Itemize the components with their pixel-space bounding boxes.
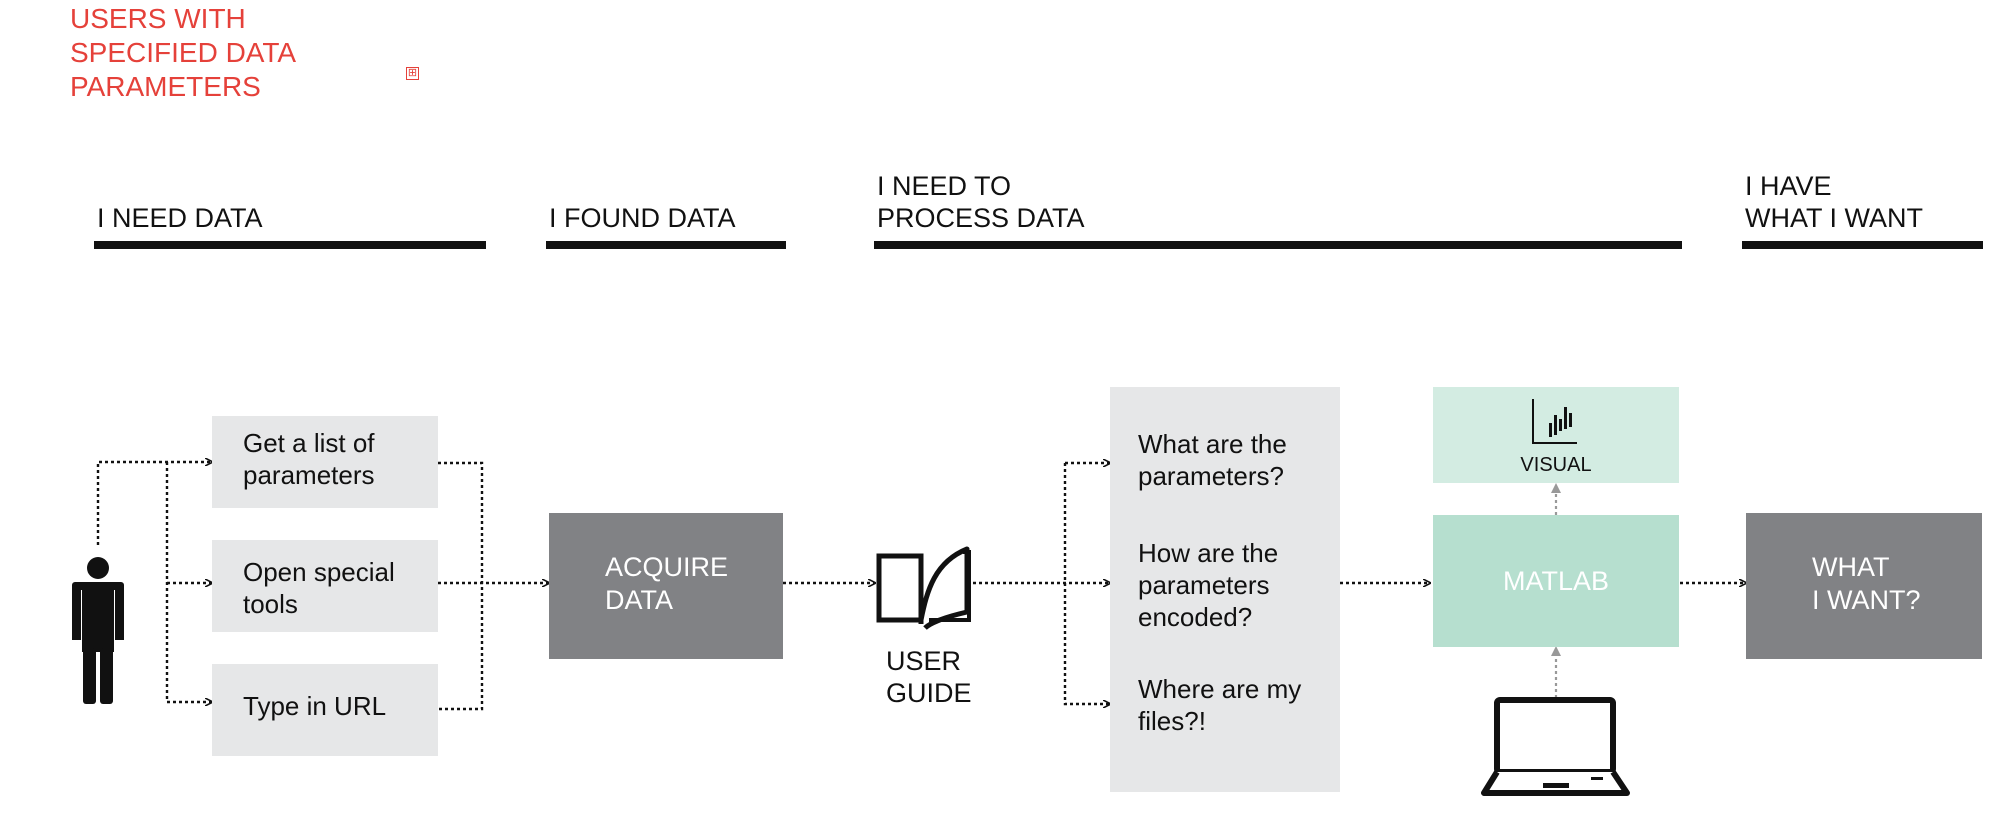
person-icon <box>72 557 124 704</box>
stage-bar-need-data <box>94 241 486 249</box>
connector-person-branch <box>165 462 212 702</box>
connector-person-up <box>96 462 212 545</box>
diagram-title: USERS WITH SPECIFIED DATA PARAMETERS <box>70 3 297 102</box>
visual-label: VISUAL <box>1520 454 1592 476</box>
book-icon <box>876 546 971 630</box>
stage-label-have-want: I HAVE WHAT I WANT <box>1745 171 1923 233</box>
laptop-icon <box>1481 697 1630 796</box>
question-encoded: How are the parameters encoded? <box>1138 538 1279 632</box>
option-get-parameters[interactable]: Get a list of parameters <box>212 416 438 508</box>
stage-bar-have-want <box>1742 241 1983 249</box>
stage-bar-found-data <box>546 241 786 249</box>
stage-label-found-data: I FOUND DATA <box>549 203 736 233</box>
connector-merge-right <box>438 461 484 711</box>
visual-box[interactable]: VISUAL <box>1433 387 1679 483</box>
questions-panel: What are the parameters? How are the par… <box>1110 387 1340 792</box>
question-parameters: What are the parameters? <box>1138 429 1287 491</box>
option-type-url[interactable]: Type in URL <box>212 664 438 756</box>
question-files: Where are my files?! <box>1138 674 1302 736</box>
option-open-tools[interactable]: Open special tools <box>212 540 438 632</box>
stage-bar-process-data <box>874 241 1682 249</box>
stage-label-need-data: I NEED DATA <box>97 203 263 233</box>
matlab-box[interactable]: MATLAB <box>1433 515 1679 647</box>
result-box[interactable]: WHAT I WANT? <box>1746 513 1982 659</box>
acquire-data-box[interactable]: ACQUIRE DATA <box>549 513 783 659</box>
user-guide-label: USER GUIDE <box>886 646 972 708</box>
stage-label-process-data: I NEED TO PROCESS DATA <box>877 171 1085 233</box>
expand-icon[interactable]: ⊞ <box>406 67 419 80</box>
connector-question-branch <box>1063 463 1110 704</box>
chart-icon <box>1532 399 1577 444</box>
